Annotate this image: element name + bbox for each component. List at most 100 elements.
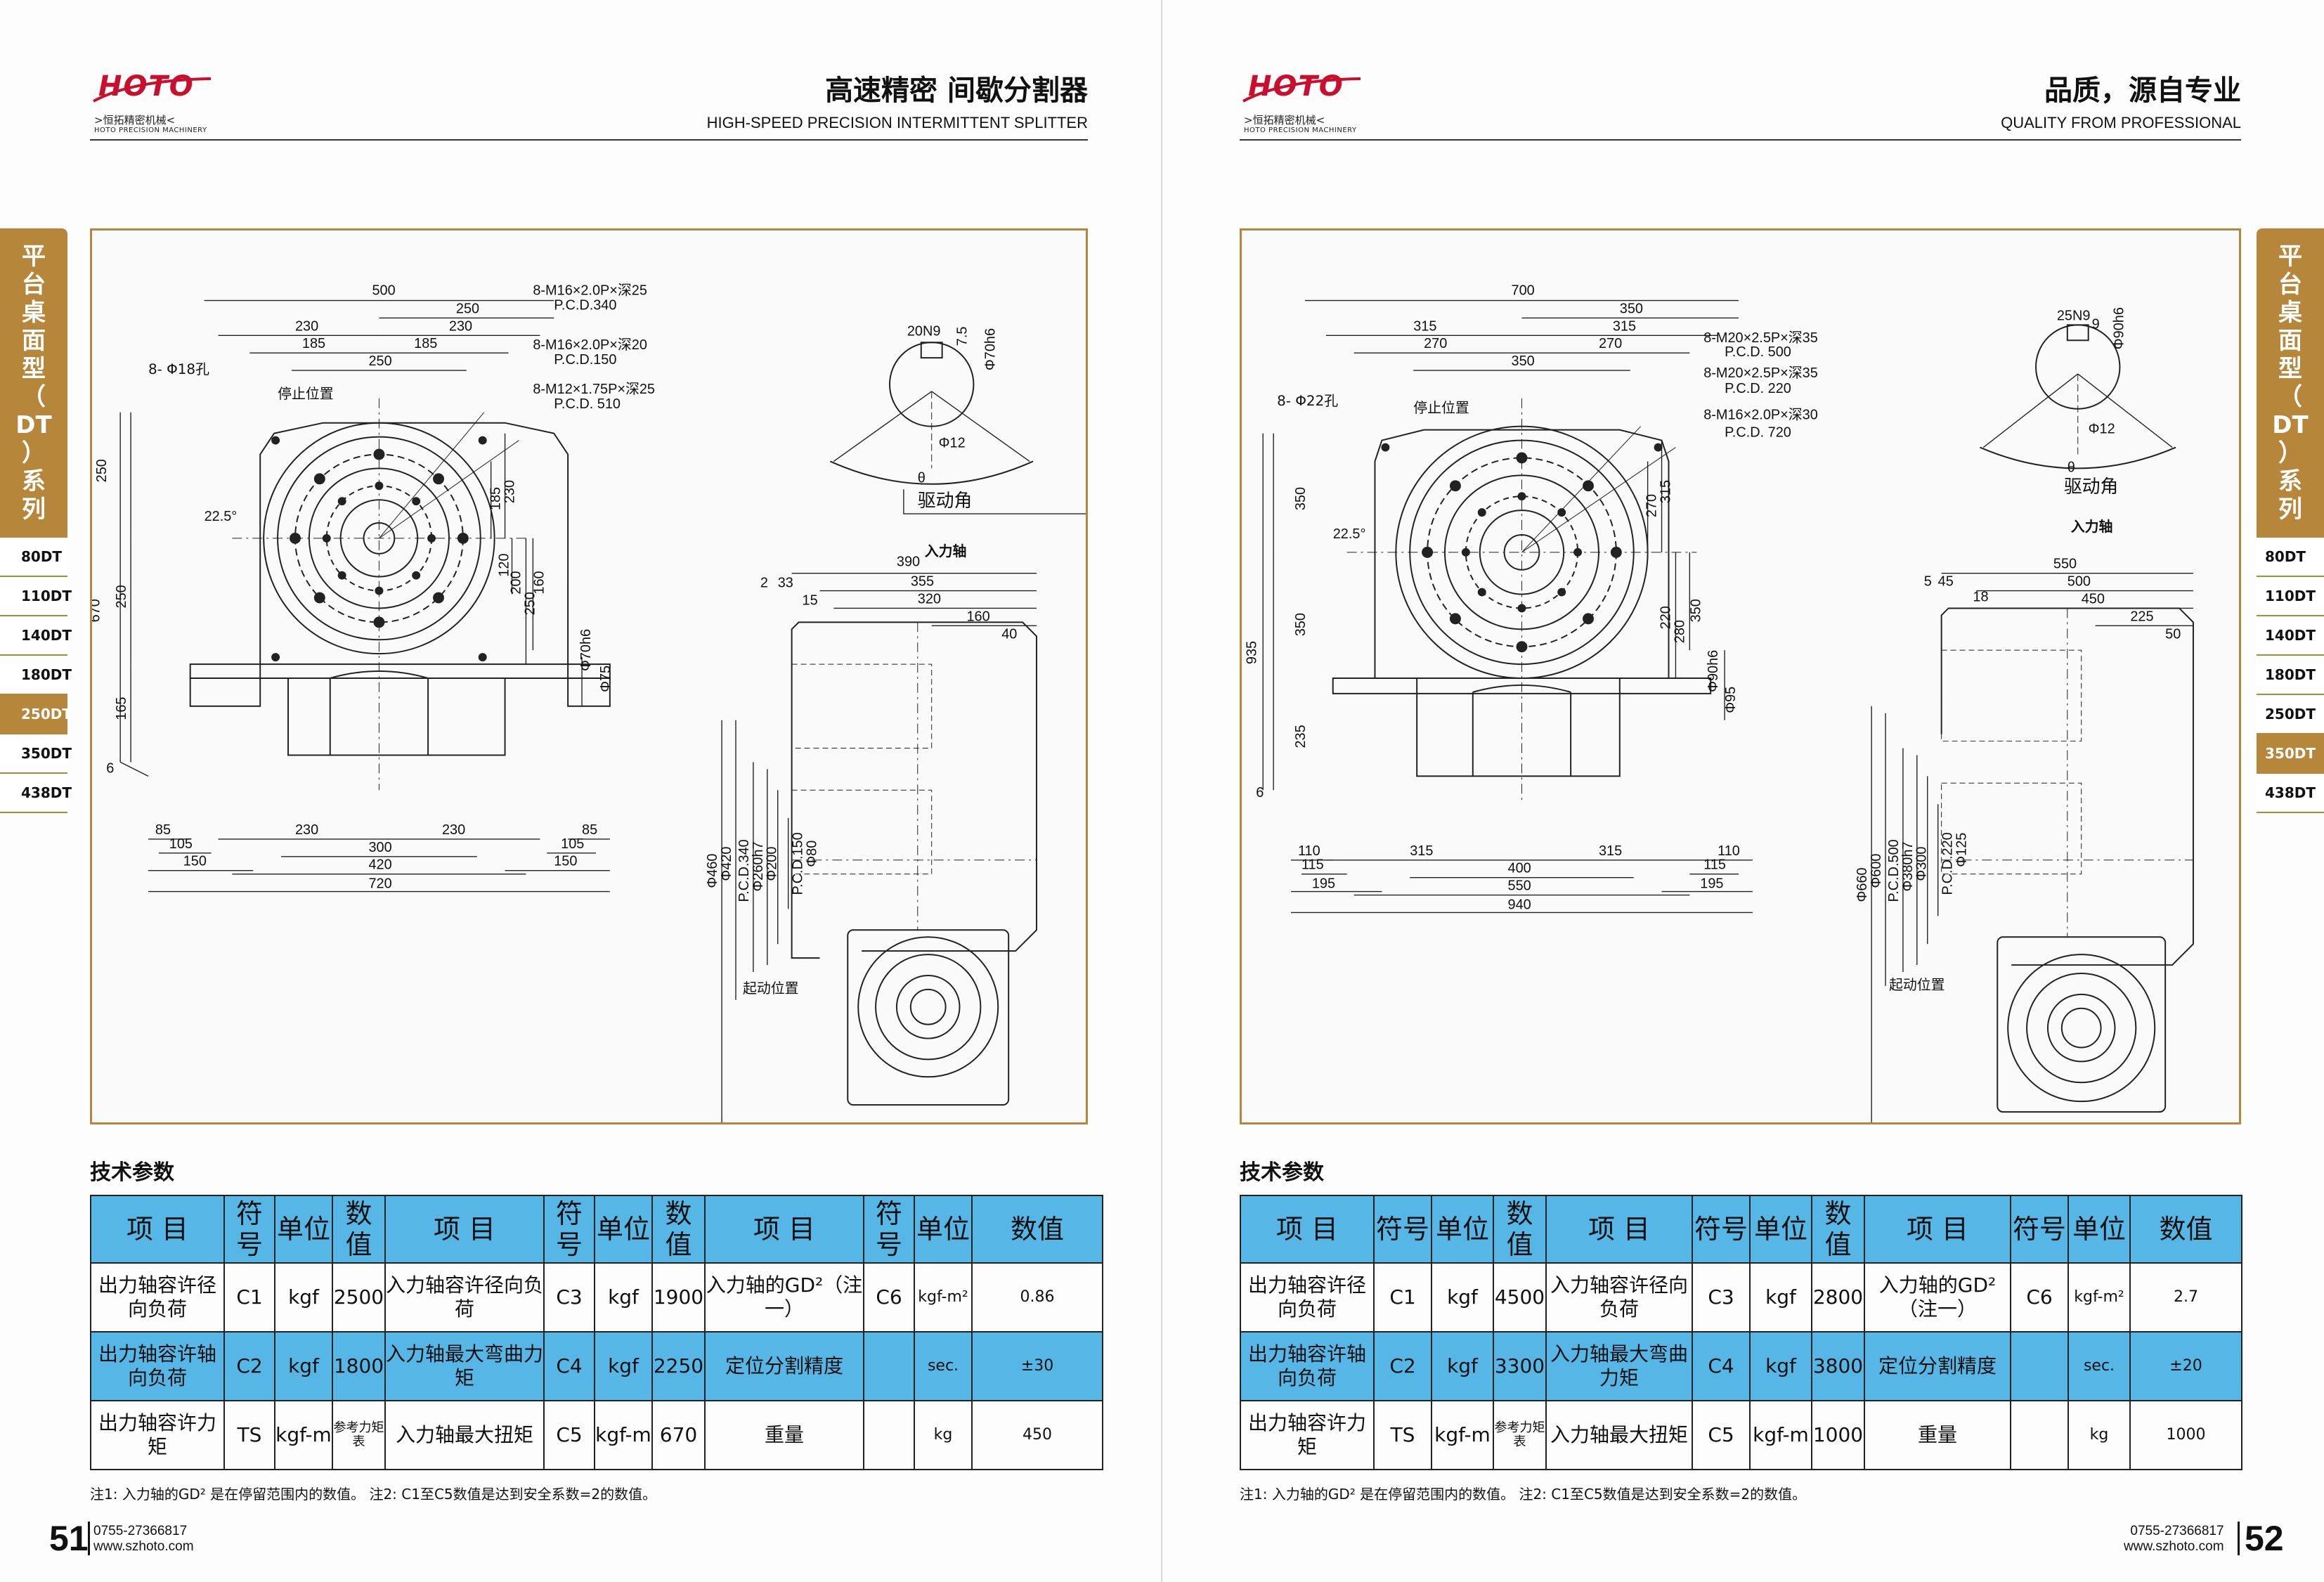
spec-cell: kgf bbox=[1431, 1331, 1494, 1401]
spec-cell: 3300 bbox=[1493, 1331, 1547, 1401]
tab-180dt[interactable]: 180DT bbox=[2257, 656, 2324, 695]
th-unit: 单位 bbox=[914, 1195, 973, 1264]
series-tabs: 平台桌面型（DT）系列 80DT 110DT 140DT 180DT 250DT… bbox=[2257, 228, 2324, 813]
tab-80dt[interactable]: 80DT bbox=[2257, 538, 2324, 577]
spec-cell bbox=[2010, 1400, 2069, 1470]
logo-text: HOTO bbox=[98, 70, 195, 103]
drawing-canvas: 700 350 315 315 270 270 350 8-M20×2.5P×深… bbox=[1244, 283, 2194, 1122]
right-page: HOTO >恒拓精密机械< HOTO PRECISION MACHINERY 品… bbox=[1162, 0, 2324, 1582]
spec-cell: 入力轴容许径向负荷 bbox=[1545, 1262, 1693, 1333]
spec-cell: ±20 bbox=[2129, 1331, 2242, 1401]
header-rule bbox=[90, 139, 1088, 141]
dim-bottom-195a: 195 bbox=[1312, 876, 1335, 892]
side-dim-phi200: Φ200 bbox=[765, 847, 780, 881]
spec-note: 注1: 入力轴的GD² 是在停留范围内的数值。 注2: C1至C5数值是达到安全… bbox=[1240, 1486, 1807, 1503]
phone-number: 0755-27366817 bbox=[2130, 1524, 2224, 1538]
dim-left-6: 6 bbox=[1256, 785, 1264, 800]
spec-cell: 入力轴的GD²（注一） bbox=[704, 1262, 864, 1333]
dim-bottom-550: 550 bbox=[1508, 878, 1531, 894]
dim-bottom-105a: 105 bbox=[169, 836, 193, 852]
spec-cell: 1000 bbox=[2129, 1400, 2242, 1470]
front-view bbox=[189, 398, 611, 791]
book-spine bbox=[1161, 0, 1163, 1582]
side-dim-15: 15 bbox=[803, 592, 818, 608]
spec-cell: C1 bbox=[1373, 1262, 1432, 1333]
side-dim-18: 18 bbox=[1973, 590, 1988, 605]
spec-cell: kg bbox=[2067, 1400, 2131, 1470]
th-value: 数值 bbox=[1493, 1195, 1547, 1264]
side-dim-lines bbox=[721, 572, 1037, 1122]
stop-position-label: 停止位置 bbox=[278, 386, 334, 402]
footer-contact: 0755-27366817 www.szhoto.com bbox=[2124, 1524, 2224, 1555]
spec-cell: 入力轴最大扭矩 bbox=[1545, 1400, 1693, 1470]
spec-cell: sec. bbox=[2067, 1331, 2131, 1401]
th-item: 项 目 bbox=[1545, 1195, 1693, 1264]
dim-bottom-150b: 150 bbox=[554, 854, 577, 869]
dim-bottom-420: 420 bbox=[368, 857, 391, 873]
dim-230a: 230 bbox=[295, 318, 318, 334]
dim-left-670: 670 bbox=[92, 599, 103, 622]
tab-110dt[interactable]: 110DT bbox=[0, 577, 72, 616]
technical-drawing: 700 350 315 315 270 270 350 8-M20×2.5P×深… bbox=[1240, 228, 2241, 1124]
spec-cell: 0.86 bbox=[971, 1262, 1103, 1333]
spec-cell bbox=[863, 1331, 915, 1401]
dim-right-185: 185 bbox=[488, 487, 504, 510]
spec-cell: 1800 bbox=[332, 1331, 386, 1401]
angle-label: 22.5° bbox=[205, 509, 238, 524]
dim-bottom-150a: 150 bbox=[183, 854, 207, 869]
thread-note-2-pcd: P.C.D. 220 bbox=[1725, 381, 1791, 396]
drive-angle-label: 驱动角 bbox=[2064, 476, 2119, 498]
th-unit: 单位 bbox=[594, 1195, 653, 1264]
tab-350dt[interactable]: 350DT bbox=[2257, 734, 2324, 774]
spec-cell: TS bbox=[223, 1400, 275, 1470]
dim-left-250b: 250 bbox=[114, 585, 129, 608]
thread-note-1: 8-M20×2.5P×深35 bbox=[1703, 330, 1818, 346]
tab-250dt[interactable]: 250DT bbox=[0, 695, 72, 734]
spec-row: 出力轴容许轴向负荷 C2 kgf 3300 入力轴最大弯曲力矩 C4 kgf 3… bbox=[1240, 1331, 2242, 1401]
website-link[interactable]: www.szhoto.com bbox=[93, 1539, 194, 1554]
spec-cell: 重量 bbox=[704, 1400, 864, 1470]
spec-cell: 450 bbox=[971, 1400, 1103, 1470]
drive-angle-label: 驱动角 bbox=[918, 491, 973, 512]
dim-right-160: 160 bbox=[531, 571, 547, 594]
tab-110dt[interactable]: 110DT bbox=[2257, 577, 2324, 616]
website-link[interactable]: www.szhoto.com bbox=[2124, 1539, 2224, 1554]
tab-180dt[interactable]: 180DT bbox=[0, 656, 72, 695]
spec-cell: 入力轴最大扭矩 bbox=[384, 1400, 545, 1470]
spec-cell: C5 bbox=[543, 1400, 595, 1470]
dim-right-120: 120 bbox=[497, 553, 512, 576]
spec-cell: C6 bbox=[863, 1262, 915, 1333]
dim-right-phi75: Φ75 bbox=[598, 666, 614, 692]
dim-bottom-315b: 315 bbox=[1599, 843, 1622, 859]
dim-left-350a: 350 bbox=[1293, 487, 1309, 510]
tab-438dt[interactable]: 438DT bbox=[2257, 774, 2324, 813]
tab-140dt[interactable]: 140DT bbox=[2257, 616, 2324, 656]
thread-note-1-pcd: P.C.D.340 bbox=[554, 297, 616, 313]
input-shaft-label: 入力轴 bbox=[2071, 518, 2113, 535]
logo-chinese: >恒拓精密机械< bbox=[1244, 114, 1325, 127]
dim-bottom-115a: 115 bbox=[1301, 857, 1324, 873]
spec-cell: kgf-m bbox=[1431, 1400, 1494, 1470]
drawing-canvas: 500 250 230 230 185 185 250 8-M16×2.0P×深… bbox=[92, 283, 1086, 1122]
tab-250dt[interactable]: 250DT bbox=[2257, 695, 2324, 734]
th-symbol: 符号 bbox=[543, 1195, 595, 1264]
dim-bottom-110b: 110 bbox=[1718, 843, 1740, 859]
shaft-phi12: Φ12 bbox=[939, 436, 966, 451]
dim-250b: 250 bbox=[368, 354, 391, 369]
side-dim-lines bbox=[1871, 572, 2193, 1122]
dim-left-250a: 250 bbox=[94, 459, 110, 482]
tab-140dt[interactable]: 140DT bbox=[0, 616, 72, 656]
spec-cell: kgf bbox=[1749, 1331, 1812, 1401]
spec-cell: kgf bbox=[594, 1262, 653, 1333]
tab-350dt[interactable]: 350DT bbox=[0, 734, 72, 774]
thread-note-1: 8-M16×2.0P×深25 bbox=[533, 283, 647, 299]
tab-438dt[interactable]: 438DT bbox=[0, 774, 72, 813]
tab-80dt[interactable]: 80DT bbox=[0, 538, 67, 577]
side-dim-pcd220: P.C.D.220 bbox=[1940, 832, 1956, 895]
spec-row: 出力轴容许力矩 TS kgf-m 参考力矩表 入力轴最大扭矩 C5 kgf-m … bbox=[1240, 1400, 2242, 1470]
logo-chinese: >恒拓精密机械< bbox=[94, 114, 176, 127]
spec-cell: kgf-m bbox=[594, 1400, 653, 1470]
spec-cell: 出力轴容许轴向负荷 bbox=[1240, 1331, 1375, 1401]
holes-label: 8- Φ18孔 bbox=[148, 361, 209, 377]
spec-cell: 出力轴容许轴向负荷 bbox=[90, 1331, 225, 1401]
